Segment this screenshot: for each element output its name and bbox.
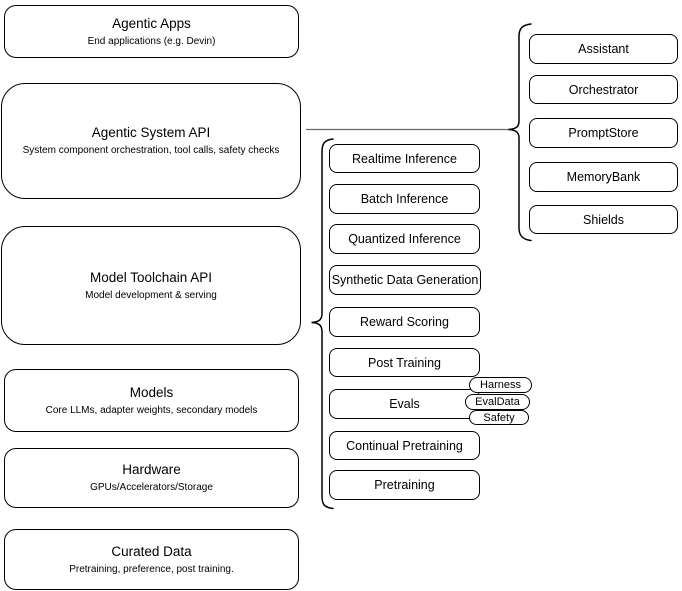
node-evals[interactable]: Evals	[329, 389, 480, 419]
node-title: Models	[129, 384, 174, 400]
node-promptstore[interactable]: PromptStore	[529, 118, 678, 148]
node-label: Realtime Inference	[352, 151, 457, 166]
node-label: Assistant	[578, 42, 629, 56]
pill-label: EvalData	[475, 396, 520, 408]
node-memorybank[interactable]: MemoryBank	[529, 162, 678, 192]
node-subtitle: System component orchestration, tool cal…	[22, 145, 280, 156]
node-title: Model Toolchain API	[89, 269, 213, 285]
node-title: Curated Data	[111, 543, 192, 559]
node-curated-data[interactable]: Curated Data Pretraining, preference, po…	[4, 529, 299, 590]
node-reward-scoring[interactable]: Reward Scoring	[329, 307, 480, 337]
node-shields[interactable]: Shields	[529, 205, 678, 234]
node-title: Agentic Apps	[112, 15, 191, 31]
node-subtitle: Pretraining, preference, post training.	[69, 563, 234, 575]
node-orchestrator[interactable]: Orchestrator	[529, 75, 678, 104]
node-subtitle: Model development & serving	[85, 289, 217, 301]
node-title: Hardware	[122, 462, 181, 477]
pill-safety[interactable]: Safety	[469, 410, 529, 425]
node-synthetic-data-generation[interactable]: Synthetic Data Generation	[329, 265, 481, 295]
node-subtitle: End applications (e.g. Devin)	[87, 35, 216, 47]
node-label: Orchestrator	[568, 82, 639, 97]
node-realtime-inference[interactable]: Realtime Inference	[329, 144, 480, 173]
system-group-brace	[508, 23, 532, 242]
node-models[interactable]: Models Core LLMs, adapter weights, secon…	[4, 369, 299, 432]
node-label: Pretraining	[374, 478, 435, 492]
node-batch-inference[interactable]: Batch Inference	[329, 184, 480, 214]
node-label: Continual Pretraining	[346, 438, 463, 453]
node-assistant[interactable]: Assistant	[529, 34, 678, 64]
node-model-toolchain-api[interactable]: Model Toolchain API Model development & …	[1, 226, 301, 345]
node-label: Batch Inference	[360, 192, 449, 206]
pill-harness[interactable]: Harness	[469, 377, 532, 393]
node-hardware[interactable]: Hardware GPUs/Accelerators/Storage	[4, 448, 299, 508]
pill-label: Harness	[480, 379, 521, 391]
pill-evaldata[interactable]: EvalData	[465, 394, 530, 410]
node-label: PromptStore	[568, 126, 639, 140]
node-subtitle: GPUs/Accelerators/Storage	[90, 482, 213, 493]
node-title: Agentic System API	[91, 125, 211, 140]
node-label: Quantized Inference	[348, 232, 461, 246]
node-subtitle: Core LLMs, adapter weights, secondary mo…	[45, 404, 258, 416]
node-label: MemoryBank	[566, 170, 641, 184]
pill-label: Safety	[483, 411, 515, 424]
node-pretraining[interactable]: Pretraining	[329, 470, 480, 500]
node-label: Post Training	[368, 355, 441, 370]
node-quantized-inference[interactable]: Quantized Inference	[329, 224, 480, 254]
node-agentic-system-api[interactable]: Agentic System API System component orch…	[1, 83, 301, 199]
node-continual-pretraining[interactable]: Continual Pretraining	[329, 431, 480, 460]
node-post-training[interactable]: Post Training	[329, 348, 480, 377]
node-label: Reward Scoring	[360, 315, 449, 329]
node-label: Evals	[389, 397, 420, 411]
node-label: Shields	[583, 212, 624, 227]
node-label: Synthetic Data Generation	[331, 273, 479, 287]
node-agentic-apps[interactable]: Agentic Apps End applications (e.g. Devi…	[4, 5, 299, 58]
